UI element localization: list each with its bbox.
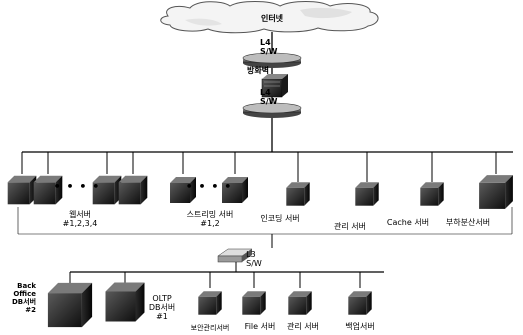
backup-server-label: 백업서버 xyxy=(345,322,374,331)
server-cube-management xyxy=(355,182,378,205)
server-cube-web-4 xyxy=(119,176,148,205)
server-cube-web-1 xyxy=(8,176,37,205)
server-cube-file xyxy=(242,291,265,314)
web-ellipsis: • • • • xyxy=(54,180,101,193)
security-server-label: 보안관리서버 xyxy=(191,324,230,333)
cache-server-label: Cache 서버 xyxy=(387,218,429,227)
server-cube-management-lower xyxy=(288,291,311,314)
server-cube-load-balancing xyxy=(479,175,513,209)
internet-label: 인터넷 xyxy=(261,14,283,23)
l4-top-label: L4 S/W xyxy=(260,38,278,56)
load-balancing-server-label: 부하분산서버 xyxy=(446,218,490,227)
server-cube-cache xyxy=(420,182,443,205)
streaming-ellipsis: • • • • xyxy=(186,180,233,193)
file-server-label: File 서버 xyxy=(245,322,276,331)
server-cube-back-office-db xyxy=(48,283,92,327)
server-cube-oltp-db xyxy=(106,283,145,322)
server-cube-backup xyxy=(348,291,371,314)
firewall-label: 방화벽 xyxy=(247,66,269,75)
server-cube-security xyxy=(198,291,221,314)
l3-switch-label: L3 S/W xyxy=(246,250,262,268)
back-office-db-label: Back Office DB서버 #2 xyxy=(12,282,36,314)
management-server-label: 관리 서버 xyxy=(334,222,366,231)
encoding-server-label: 인코딩 서버 xyxy=(260,214,299,223)
lower-management-server-label: 관리 서버 xyxy=(287,322,319,331)
l4-bottom-label: L4 S/W xyxy=(260,88,278,106)
server-cube-encoding xyxy=(286,182,309,205)
streaming-server-label: 스트리밍 서버 #1,2 xyxy=(187,210,234,228)
oltp-db-label: OLTP DB서버 #1 xyxy=(149,294,175,321)
web-server-label: 웹서버 #1,2,3,4 xyxy=(63,210,98,228)
